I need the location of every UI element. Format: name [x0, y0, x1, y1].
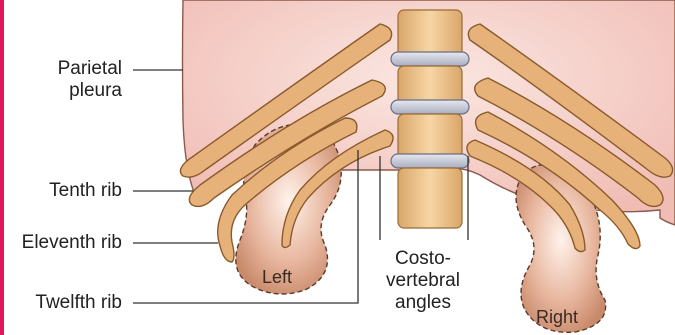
label-left-kidney: Left — [262, 266, 292, 288]
label-twelfth-rib: Twelfth rib — [2, 292, 122, 314]
label-right-kidney: Right — [536, 306, 578, 328]
label-costovertebral-angles: Costo- vertebral angles — [368, 248, 478, 314]
label-tenth-rib: Tenth rib — [10, 180, 122, 202]
label-parietal-pleura: Parietal pleura — [20, 58, 122, 102]
vertebral-column — [391, 10, 469, 228]
page-edge-bar — [0, 0, 4, 335]
label-eleventh-rib: Eleventh rib — [2, 232, 122, 254]
